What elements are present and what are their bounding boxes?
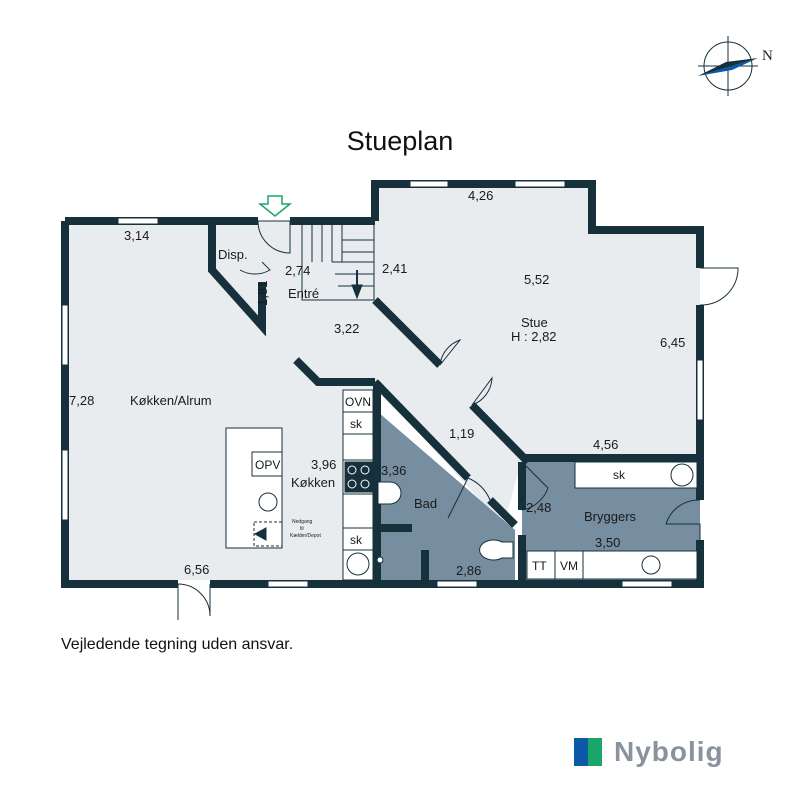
door-bath	[447, 477, 491, 519]
opv-label: OPV	[255, 458, 280, 472]
window	[267, 580, 309, 588]
dishwasher	[251, 451, 283, 477]
hatch-arrow-icon	[253, 527, 267, 541]
window	[61, 304, 69, 366]
dimension-label: 3,14	[124, 228, 149, 243]
sink-label: sk	[350, 533, 363, 547]
room-living: Stue	[521, 315, 548, 330]
window	[61, 449, 69, 521]
dimension-label: 2,41	[382, 261, 407, 276]
door-east	[699, 267, 739, 306]
utility-fixtures	[526, 461, 698, 580]
living-diagonal	[469, 402, 531, 465]
outer-wall-south-east	[520, 540, 704, 588]
brand-mark-icon	[574, 738, 602, 766]
room-entrance: Entré	[288, 286, 319, 301]
brand-name: Nybolig	[614, 736, 724, 767]
basin-icon	[377, 481, 402, 505]
sink-label: sk	[613, 468, 626, 482]
bath-floor	[378, 412, 515, 582]
utility-lower-counter	[526, 550, 698, 580]
door-disp	[239, 261, 271, 275]
fan-icon	[346, 552, 370, 576]
compass-icon	[698, 36, 758, 96]
brand-logo: Nybolig	[574, 736, 724, 768]
door-living-1	[439, 338, 462, 366]
window	[696, 359, 704, 421]
bath-diagonal	[372, 379, 471, 481]
window	[514, 180, 566, 188]
bath-fixtures	[376, 481, 514, 564]
vm-label: VM	[560, 559, 578, 573]
dimension-label: 3,36	[381, 463, 406, 478]
dimension-label: 3,96	[311, 457, 336, 472]
kitchen-island	[225, 427, 283, 549]
fixture-labels: OVN sk sk sk OPV TT VM Nedgang til Kælde…	[255, 395, 626, 573]
dimension-label: 4,56	[593, 437, 618, 452]
door-living-2	[471, 376, 493, 406]
dimension-label: 1,19	[449, 426, 474, 441]
toilet-icon	[479, 539, 514, 561]
stair-note: Nedgang	[292, 519, 313, 525]
room-kitchen-sub: Køkken	[291, 475, 335, 490]
window	[436, 580, 478, 588]
dimension-label: 4,26	[468, 188, 493, 203]
disp-wall	[208, 221, 266, 337]
kitchen-counter	[342, 389, 374, 581]
fan-icon	[670, 463, 694, 487]
room-labels: Køkken/Alrum Køkken Entré Disp. Stue H :…	[130, 247, 637, 524]
window	[117, 217, 159, 225]
dimension-label: 3,50	[595, 535, 620, 550]
door-south	[177, 583, 211, 620]
dimension-label: 1,81	[255, 281, 270, 306]
dimension-label: 2,86	[456, 563, 481, 578]
stairs	[301, 223, 375, 301]
dimension-label: 2,48	[526, 500, 551, 515]
floor-drain-icon	[376, 556, 384, 564]
dimension-label: 6,45	[660, 335, 685, 350]
stair-note: Kælder/Depot	[290, 533, 321, 539]
room-disp: Disp.	[218, 247, 248, 262]
dimension-labels: 3,14 7,28 6,56 3,96 2,74 1,81 3,22 2,41 …	[69, 188, 685, 578]
sink-icon	[258, 492, 278, 512]
sink-label: sk	[350, 417, 363, 431]
window	[621, 580, 673, 588]
north-label: N	[762, 48, 773, 64]
stair-note: til	[300, 526, 304, 532]
utility-sink-icon	[641, 555, 661, 575]
page-title: Stueplan	[346, 126, 454, 156]
room-living-height: H : 2,82	[511, 329, 557, 344]
dimension-label: 3,22	[334, 321, 359, 336]
windows	[61, 180, 704, 588]
window	[409, 180, 449, 188]
bath-diagonal-2	[487, 497, 518, 528]
disclaimer-text: Vejledende tegning uden ansvar.	[61, 636, 294, 653]
doors	[177, 220, 739, 620]
dimension-label: 2,74	[285, 263, 310, 278]
entrance-arrow-icon	[257, 195, 293, 217]
dimension-label: 7,28	[69, 393, 94, 408]
outer-wall-east-upper	[371, 180, 704, 268]
room-utility: Bryggers	[584, 509, 637, 524]
door-utility-left	[521, 461, 549, 511]
dimension-label: 5,52	[524, 272, 549, 287]
door-entrance	[257, 220, 291, 254]
kitchen-diagonal-top	[293, 357, 375, 386]
door-utility-right	[665, 499, 701, 540]
room-kitchen: Køkken/Alrum	[130, 393, 212, 408]
oven-label: OVN	[345, 395, 371, 409]
entrance-diagonal	[372, 297, 443, 368]
room-bath: Bad	[414, 496, 437, 511]
tt-label: TT	[532, 559, 547, 573]
cooktop-icon	[344, 461, 373, 493]
dimension-label: 6,56	[184, 562, 209, 577]
